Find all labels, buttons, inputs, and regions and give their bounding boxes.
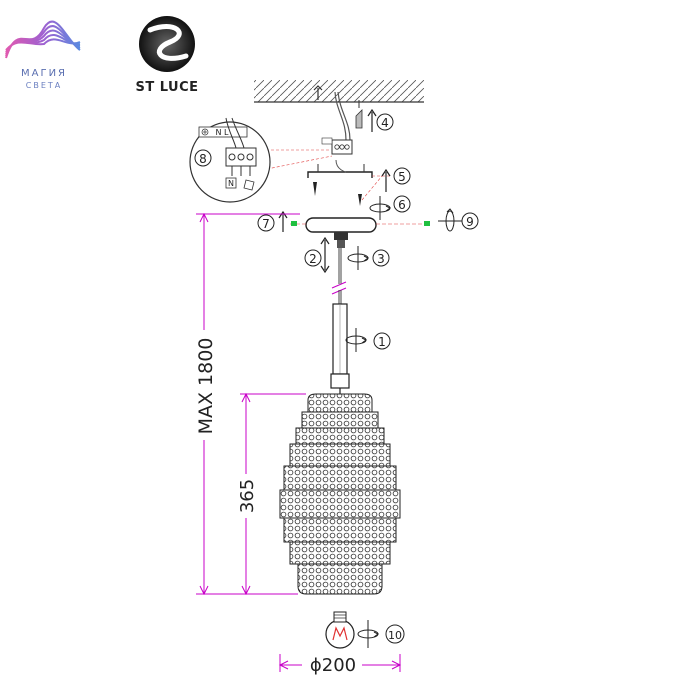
ceiling-wires [313, 85, 351, 141]
step-number: 5 [398, 170, 406, 184]
max-length-dimension: MAX 1800 [190, 212, 300, 596]
bulb-icon [325, 611, 355, 649]
dowel-icon [355, 100, 363, 129]
rotate-arrow-icon [347, 246, 369, 270]
side-screw-right [424, 221, 430, 226]
terminal-label: N L [216, 128, 230, 137]
step-number: 8 [199, 152, 207, 166]
step-callout-9: 9 [461, 212, 479, 230]
shade-connector [330, 373, 350, 394]
step-callout-4: 4 [376, 113, 394, 131]
shade-height-label: 365 [237, 479, 258, 513]
diameter-dimension: ϕ200 [278, 652, 402, 676]
step-number: 2 [309, 252, 317, 266]
step-callout-2: 2 [304, 249, 322, 267]
side-screw-left [291, 221, 297, 226]
suspension-rod [332, 303, 348, 375]
step-callout-5: 5 [393, 167, 411, 185]
canopy [290, 217, 426, 233]
mounting-bracket [307, 159, 373, 178]
magia-logo [5, 20, 81, 59]
diameter-label: ϕ200 [310, 655, 356, 676]
magia-logo-subtext: СВЕТА [25, 81, 63, 90]
terminal-block [321, 137, 353, 155]
rotate-arrow-icon [369, 196, 391, 220]
stluce-logo-text: ST LUCE [135, 80, 199, 95]
rotate-arrow-icon [345, 328, 367, 352]
step-callout-3: 3 [372, 249, 390, 267]
bracket-leaders [361, 175, 390, 201]
step-number: 4 [381, 116, 389, 130]
step-callout-1: 1 [373, 332, 391, 350]
step-callout-8: 8 [194, 149, 212, 167]
step-number: 10 [388, 629, 402, 642]
up-arrow-icon [367, 108, 377, 132]
step-callout-6: 6 [393, 195, 411, 213]
lamp-shade [279, 393, 401, 595]
down-up-arrow-icon [320, 236, 330, 274]
rotate-arrow-icon [438, 208, 462, 232]
stluce-logo [139, 16, 195, 72]
step-number: 1 [378, 335, 386, 349]
step-number: 3 [377, 252, 385, 266]
max-length-label: MAX 1800 [195, 338, 217, 435]
magia-logo-text: МАГИЯ [21, 68, 67, 79]
step-callout-7: 7 [257, 214, 275, 232]
up-arrow-icon [381, 168, 391, 192]
step-callout-10: 10 [385, 624, 405, 644]
neutral-label: N [228, 179, 234, 188]
step-number: 9 [466, 215, 474, 229]
up-arrow-icon [278, 210, 288, 232]
cable-gland [334, 232, 348, 248]
ceiling [254, 80, 424, 103]
screw-icon [313, 182, 362, 206]
step-number: 6 [398, 198, 406, 212]
wiring-inset: N L N [189, 117, 271, 203]
rotate-arrow-icon [357, 620, 379, 648]
step-number: 7 [262, 217, 270, 231]
suspension-cable [331, 248, 347, 304]
shade-height-dimension: 365 [234, 392, 306, 596]
